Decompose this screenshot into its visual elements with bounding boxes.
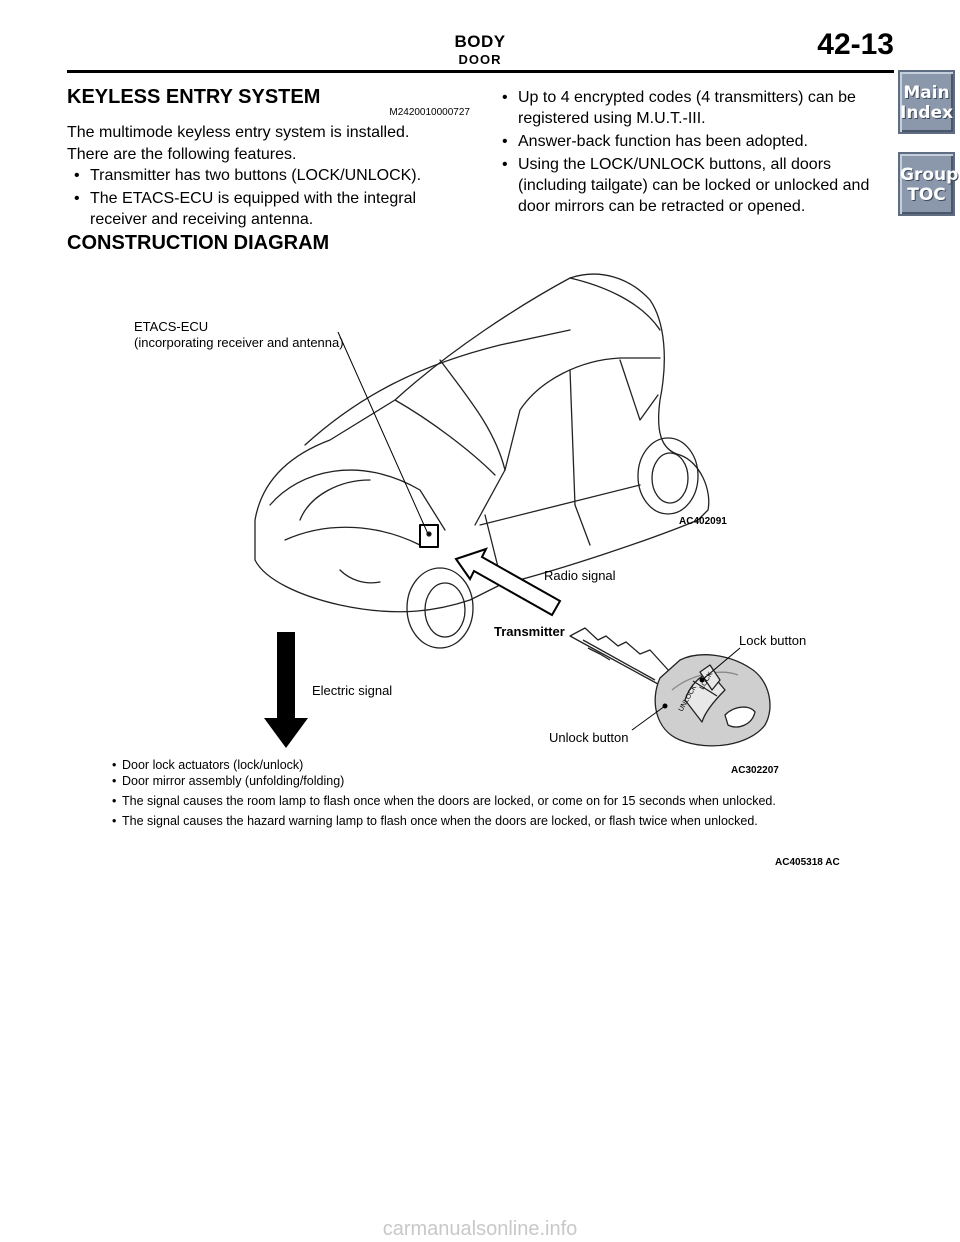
page-number: 42-13 bbox=[817, 28, 894, 61]
figure-code-number: AC405318 bbox=[775, 857, 823, 868]
unlock-button-label: Unlock button bbox=[549, 730, 629, 745]
electric-signal-label: Electric signal bbox=[312, 683, 393, 698]
main-index-button[interactable]: Main Index bbox=[898, 70, 955, 134]
main-index-label-line2: Index bbox=[900, 103, 954, 123]
ecu-label-line2: (incorporating receiver and antenna) bbox=[134, 335, 344, 350]
main-index-label-line1: Main bbox=[903, 83, 950, 103]
footer-watermark[interactable]: carmanualsonline.info bbox=[382, 1218, 578, 1240]
section-title: BODY bbox=[454, 32, 506, 51]
features-list-right: Up to 4 encrypted codes (4 transmitters)… bbox=[500, 87, 890, 219]
feature-item: Up to 4 encrypted codes (4 transmitters)… bbox=[500, 87, 890, 129]
group-toc-label-line2: TOC bbox=[907, 185, 946, 205]
feature-item: The ETACS-ECU is equipped with the integ… bbox=[72, 188, 462, 230]
car-figure-code: AC402091 bbox=[679, 516, 727, 527]
group-toc-label-line1: Group bbox=[900, 165, 959, 185]
header-rule bbox=[67, 70, 894, 73]
note-item: Door mirror assembly (unfolding/folding) bbox=[112, 773, 892, 789]
keyless-entry-heading: KEYLESS ENTRY SYSTEM bbox=[67, 86, 321, 108]
transmitter-label: Transmitter bbox=[494, 624, 565, 639]
lock-leader-line bbox=[701, 647, 741, 681]
feature-item: Using the LOCK/UNLOCK buttons, all doors… bbox=[500, 154, 890, 217]
car-illustration bbox=[254, 273, 710, 649]
subsection-title: DOOR bbox=[458, 52, 502, 67]
figure-code-suffix: AC bbox=[825, 857, 840, 868]
figure-code: AC405318 AC bbox=[775, 857, 840, 868]
note-item: The signal causes the hazard warning lam… bbox=[112, 813, 892, 829]
ecu-label-line1: ETACS-ECU bbox=[134, 319, 209, 334]
ecu-leader-line bbox=[337, 331, 429, 535]
radio-signal-label: Radio signal bbox=[544, 568, 616, 583]
radio-signal-arrow bbox=[454, 547, 562, 617]
unlock-leader-line bbox=[631, 705, 666, 731]
document-id: M2420010000727 bbox=[389, 107, 470, 118]
construction-diagram-heading: CONSTRUCTION DIAGRAM bbox=[67, 232, 330, 254]
feature-item: Answer-back function has been adopted. bbox=[500, 131, 890, 152]
transmitter-key-illustration bbox=[569, 627, 771, 747]
electric-signal-arrow bbox=[264, 632, 308, 748]
intro-line-2: There are the following features. bbox=[67, 146, 297, 163]
group-toc-button[interactable]: Group TOC bbox=[898, 152, 959, 216]
intro-line-1: The multimode keyless entry system is in… bbox=[67, 124, 410, 141]
ecu-label: ETACS-ECU (incorporating receiver and an… bbox=[134, 319, 344, 351]
lock-button-label: Lock button bbox=[739, 633, 807, 648]
output-notes-list: Door lock actuators (lock/unlock) Door m… bbox=[112, 757, 892, 829]
note-item: The signal causes the room lamp to flash… bbox=[112, 793, 892, 809]
features-list-left: Transmitter has two buttons (LOCK/UNLOCK… bbox=[72, 165, 462, 232]
note-item: Door lock actuators (lock/unlock) bbox=[112, 757, 892, 773]
feature-item: Transmitter has two buttons (LOCK/UNLOCK… bbox=[72, 165, 462, 186]
intro-text: The multimode keyless entry system is in… bbox=[67, 122, 477, 166]
